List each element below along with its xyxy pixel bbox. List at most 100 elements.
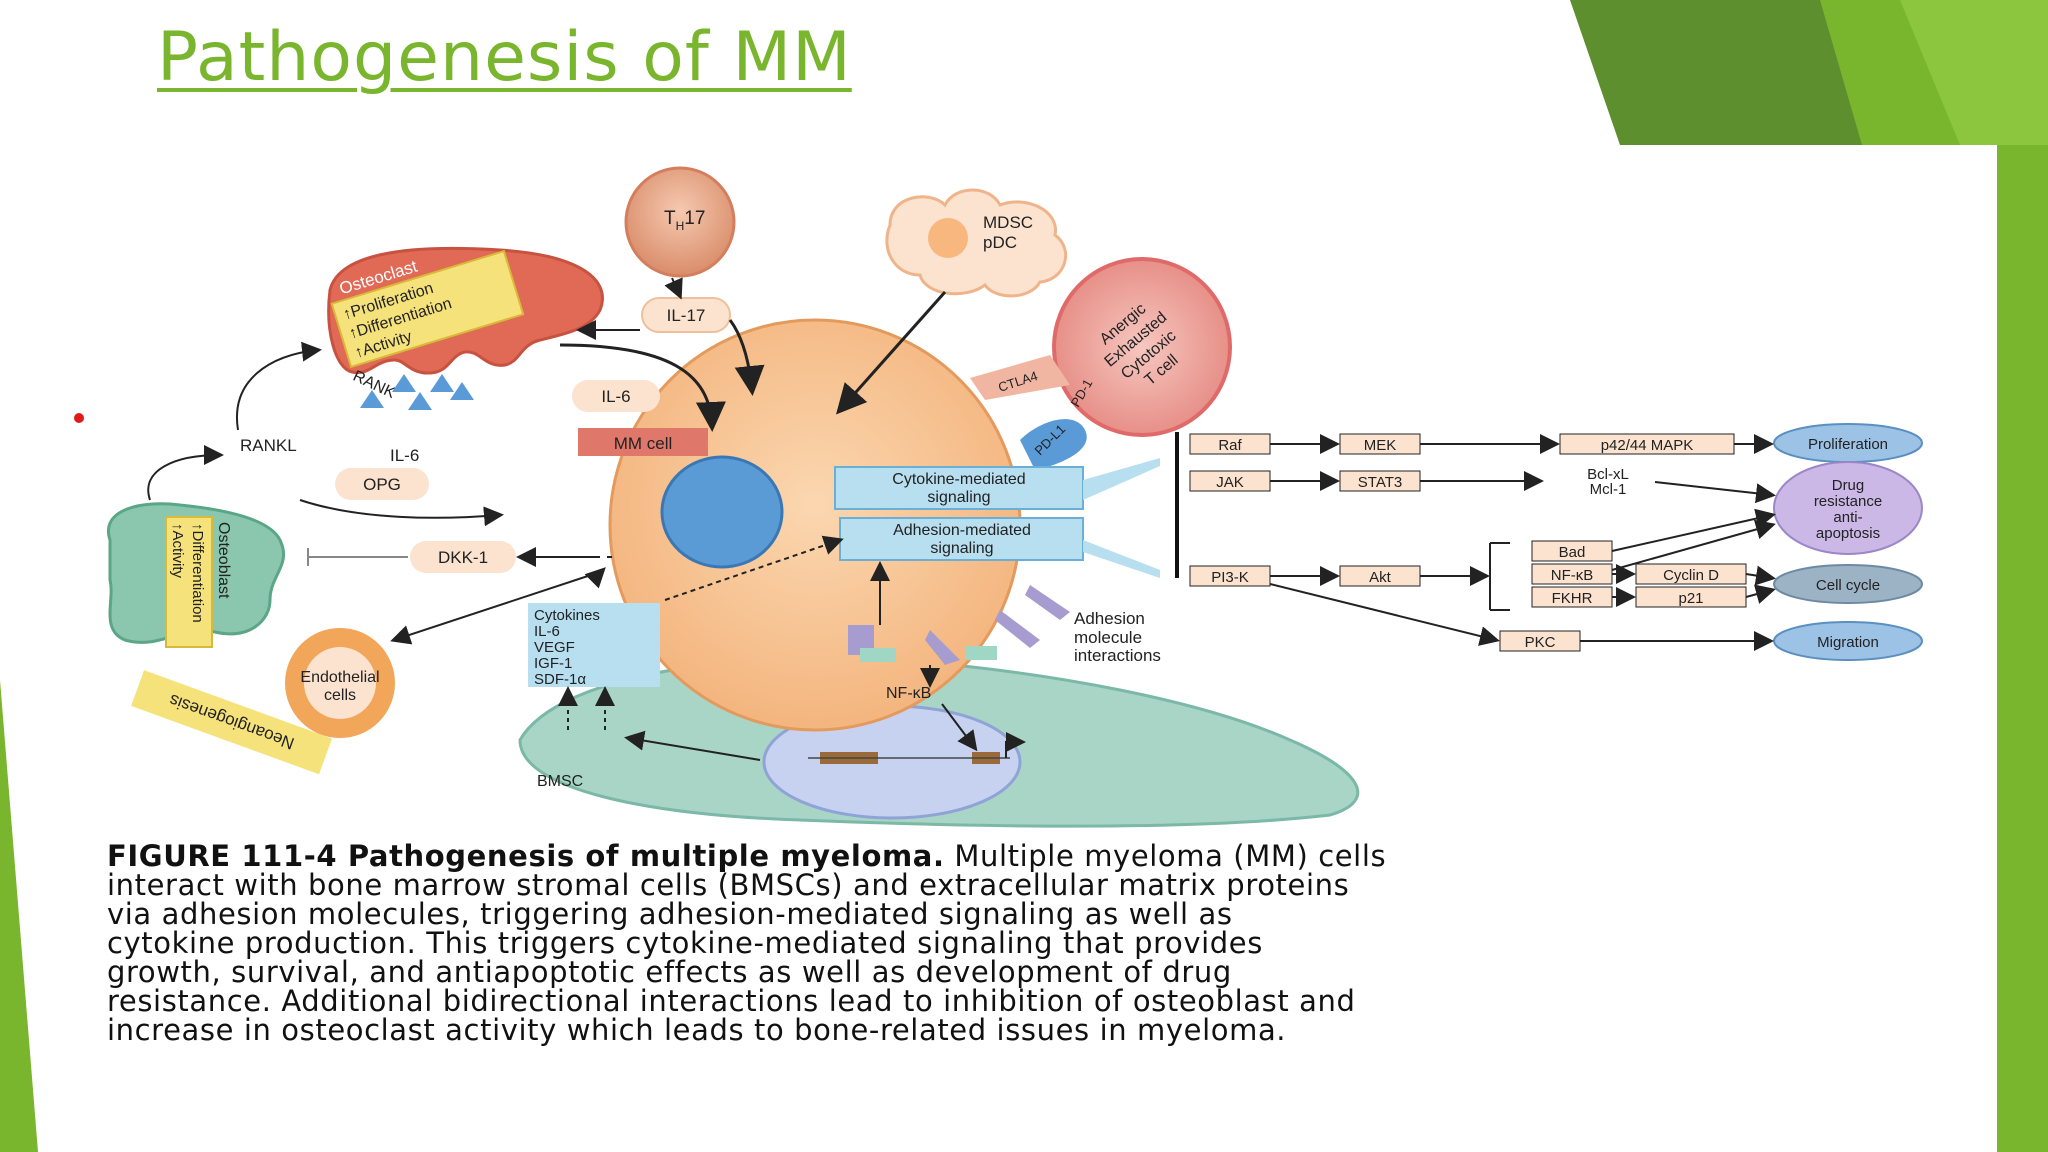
il6-label: IL-6 bbox=[601, 387, 630, 406]
pw-drug: resistance bbox=[1814, 493, 1882, 510]
adhesion-signaling-label: Adhesion-mediated bbox=[893, 522, 1031, 539]
bullet-marker bbox=[74, 413, 84, 423]
pw-nfkb: NF-κB bbox=[1551, 567, 1594, 584]
pw-mcl: Mcl-1 bbox=[1590, 481, 1627, 498]
cytokines-label: VEGF bbox=[534, 639, 575, 656]
rank-receptor bbox=[360, 390, 384, 408]
cytokines-box bbox=[528, 603, 660, 687]
dkk1-pill bbox=[410, 541, 516, 573]
arrow bbox=[624, 730, 761, 761]
pw-arrow bbox=[1745, 584, 1776, 604]
arrow bbox=[941, 703, 978, 752]
adhesion-molecule bbox=[860, 648, 896, 662]
il6-mid-label: IL-6 bbox=[390, 446, 419, 465]
cytokine-signaling-label: Cytokine-mediated bbox=[892, 471, 1025, 488]
arrow bbox=[147, 445, 224, 501]
caption-line: resistance. Additional bidirectional int… bbox=[107, 984, 1356, 1018]
caption-text: Multiple myeloma (MM) cells bbox=[944, 839, 1387, 873]
cytokines-label: IGF-1 bbox=[534, 655, 572, 672]
neoangiogenesis-box bbox=[131, 670, 333, 775]
caption-line: interact with bone marrow stromal cells … bbox=[107, 868, 1350, 902]
pdc-label: pDC bbox=[983, 233, 1017, 252]
cytokines-label: SDF-1α bbox=[534, 671, 586, 688]
osteoblast-box bbox=[165, 516, 213, 648]
caption-line: increase in osteoclast activity which le… bbox=[107, 1013, 1287, 1047]
pdl1-shape bbox=[1020, 419, 1087, 470]
adhesion-signaling-box bbox=[839, 517, 1084, 561]
caption-line: cytokine production. This triggers cytok… bbox=[107, 926, 1263, 960]
pw-drug: Drug bbox=[1832, 477, 1865, 494]
arrow bbox=[728, 319, 765, 396]
rankl-label: RANKL bbox=[240, 436, 297, 455]
pw-migration-node bbox=[1773, 621, 1923, 661]
caption-lead: FIGURE 111-4 Pathogenesis of multiple my… bbox=[107, 839, 945, 873]
arrow bbox=[390, 571, 601, 645]
mm-cell-label: MM cell bbox=[614, 434, 673, 453]
pw-cellcycle: Cell cycle bbox=[1816, 577, 1880, 594]
th17-label: TH17 bbox=[664, 208, 705, 233]
pw-akt: Akt bbox=[1369, 569, 1392, 586]
pw-bcl: Bcl-xL bbox=[1587, 466, 1629, 483]
pw-migration: Migration bbox=[1817, 634, 1879, 651]
osteoblast-item: ↑Activity bbox=[169, 523, 186, 579]
osteoblast-title: Osteoblast bbox=[215, 522, 232, 599]
pw-arrow bbox=[1654, 481, 1776, 504]
endothelial-core bbox=[304, 647, 376, 719]
pw-raf: Raf bbox=[1218, 437, 1242, 454]
tcell bbox=[1052, 257, 1232, 437]
il6-pill bbox=[572, 380, 660, 412]
pw-cyclin: Cyclin D bbox=[1663, 567, 1719, 584]
adhesion-signaling-label: signaling bbox=[930, 540, 993, 557]
signal-beam bbox=[1083, 458, 1160, 500]
adhesion-molecule bbox=[965, 646, 997, 660]
cytokine-signaling-label: signaling bbox=[927, 489, 990, 506]
adhesion-molecule bbox=[995, 610, 1040, 648]
slide-title: Pathogenesis of MM bbox=[157, 18, 852, 97]
pw-drug: apoptosis bbox=[1816, 525, 1880, 542]
cytokines-label: Cytokines bbox=[534, 607, 600, 624]
pw-drug-node bbox=[1773, 461, 1923, 555]
adhesion-molecule bbox=[1025, 585, 1070, 620]
pw-arrow bbox=[1269, 583, 1500, 646]
th17-cell bbox=[624, 166, 736, 278]
dkk1-label: DKK-1 bbox=[438, 548, 488, 567]
rank-receptor bbox=[408, 392, 432, 410]
arrow bbox=[664, 535, 844, 601]
signal-beam bbox=[1083, 540, 1160, 578]
pw-pkc: PKC bbox=[1525, 634, 1556, 651]
opg-label: OPG bbox=[363, 475, 401, 494]
rank-receptor bbox=[450, 382, 474, 400]
pw-drug: anti- bbox=[1833, 509, 1862, 526]
pw-jak: JAK bbox=[1216, 474, 1244, 491]
caption-line: growth, survival, and antiapoptotic effe… bbox=[107, 955, 1232, 989]
mm-cell-label-box bbox=[578, 428, 708, 456]
adhesion-molecule bbox=[925, 630, 960, 665]
arrow bbox=[559, 343, 726, 432]
arrow bbox=[235, 341, 322, 431]
il17-pill bbox=[641, 297, 731, 333]
adhesion-interactions-label: interactions bbox=[1074, 646, 1161, 665]
pw-arrow bbox=[1611, 508, 1776, 552]
osteoclast-box bbox=[330, 249, 525, 369]
pw-stat3: STAT3 bbox=[1358, 474, 1402, 491]
top-right-mid-green-shape bbox=[1900, 0, 2048, 145]
arrow bbox=[584, 567, 606, 589]
mdsc-nucleus bbox=[928, 218, 968, 258]
pw-arrow bbox=[1745, 565, 1776, 586]
pw-proliferation: Proliferation bbox=[1808, 436, 1888, 453]
pw-mapk: p42/44 MAPK bbox=[1601, 437, 1694, 454]
mm-cell-nucleus bbox=[660, 455, 784, 569]
bmsc-label: BMSC bbox=[537, 773, 583, 790]
caption-line: FIGURE 111-4 Pathogenesis of multiple my… bbox=[107, 842, 1987, 871]
arrow bbox=[299, 499, 504, 527]
adhesion-interactions-label: molecule bbox=[1074, 628, 1142, 647]
arrow bbox=[664, 277, 683, 300]
cytokine-signaling-box bbox=[834, 466, 1084, 510]
cytokines-label: IL-6 bbox=[534, 623, 560, 640]
figure-caption: FIGURE 111-4 Pathogenesis of multiple my… bbox=[107, 842, 1987, 1045]
arrow bbox=[836, 291, 947, 415]
caption-line: via adhesion molecules, triggering adhes… bbox=[107, 897, 1233, 931]
mdsc-label: MDSC bbox=[983, 213, 1033, 232]
opg-pill bbox=[335, 468, 429, 500]
